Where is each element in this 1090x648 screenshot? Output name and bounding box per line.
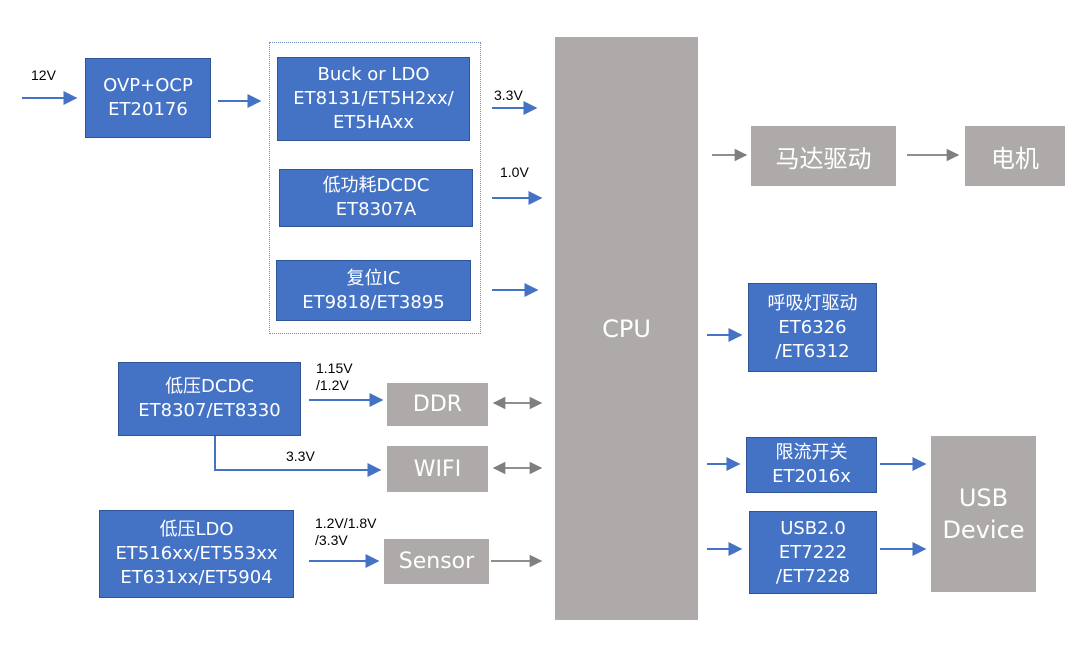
low-voltage-ldo-block: 低压LDO ET516xx/ET553xx ET631xx/ET5904 xyxy=(99,510,294,598)
usb-device-line-2: Device xyxy=(942,516,1025,544)
ddr-block: DDR xyxy=(387,383,488,426)
wifi-label: WIFI xyxy=(413,456,462,482)
dcdc-low-power-line-2: ET8307A xyxy=(335,199,417,220)
cpu-label: CPU xyxy=(602,314,651,343)
low-voltage-dcdc-block: 低压DCDC ET8307/ET8330 xyxy=(118,362,301,436)
dcdc-low-voltage-line-1: 低压DCDC xyxy=(165,376,254,397)
usb2-line-1: USB2.0 xyxy=(780,517,846,539)
ddr-voltage-line-1: 1.15V xyxy=(316,360,353,376)
ldo-line-3: ET631xx/ET5904 xyxy=(120,567,273,588)
usb-device-line-1: USB xyxy=(958,484,1009,512)
usb2-line-2: ET7222 xyxy=(778,541,848,563)
reset-line-1: 复位IC xyxy=(346,267,401,289)
dcdc-output-voltage-label: 1.0V xyxy=(500,164,529,180)
input-voltage-label: 12V xyxy=(31,67,56,83)
breathing-line-2: ET6326 xyxy=(778,316,847,338)
power-group-frame xyxy=(269,42,481,334)
breathing-line-3: /ET6312 xyxy=(775,340,850,362)
cpu-block: CPU xyxy=(555,37,698,620)
current-limit-switch-block: 限流开关 ET2016x xyxy=(746,437,877,493)
motor-driver-label: 马达驱动 xyxy=(775,144,872,173)
breathing-line-1: 呼吸灯驱动 xyxy=(767,292,858,314)
low-power-dcdc-block: 低功耗DCDC ET8307A xyxy=(279,169,473,227)
buck-output-voltage-label: 3.3V xyxy=(494,87,523,103)
sensor-voltage-line-2: /3.3V xyxy=(315,532,348,548)
motor-driver-block: 马达驱动 xyxy=(751,126,896,186)
buck-line-3: ET5HAxx xyxy=(333,112,414,133)
ovp-ocp-block: OVP+OCP ET20176 xyxy=(85,58,211,138)
usb2-switch-block: USB2.0 ET7222 /ET7228 xyxy=(749,511,877,594)
sensor-voltage-line-1: 1.2V/1.8V xyxy=(315,515,377,531)
ovp-line-1: OVP+OCP xyxy=(103,75,193,96)
wifi-voltage-label: 3.3V xyxy=(286,448,315,464)
reset-line-2: ET9818/ET3895 xyxy=(302,291,445,313)
motor-block: 电机 xyxy=(965,126,1065,186)
wifi-block: WIFI xyxy=(387,446,488,492)
current-limit-line-2: ET2016x xyxy=(772,466,851,487)
dcdc-low-voltage-line-2: ET8307/ET8330 xyxy=(138,400,281,421)
sensor-voltage-label: 1.2V/1.8V /3.3V xyxy=(315,515,377,549)
dcdc-low-power-line-1: 低功耗DCDC xyxy=(322,175,430,196)
ddr-voltage-label: 1.15V /1.2V xyxy=(316,360,353,394)
current-limit-line-1: 限流开关 xyxy=(775,442,848,463)
ldo-line-2: ET516xx/ET553xx xyxy=(115,543,278,564)
buck-line-1: Buck or LDO xyxy=(317,64,430,85)
reset-ic-block: 复位IC ET9818/ET3895 xyxy=(276,260,471,321)
arrow-dcdc-to-wifi xyxy=(214,436,382,477)
buck-ldo-block: Buck or LDO ET8131/ET5H2xx/ ET5HAxx xyxy=(277,57,470,141)
breathing-led-driver-block: 呼吸灯驱动 ET6326 /ET6312 xyxy=(748,283,877,372)
usb2-line-3: /ET7228 xyxy=(775,565,851,587)
usb-device-block: USB Device xyxy=(931,436,1036,592)
ddr-voltage-line-2: /1.2V xyxy=(316,377,349,393)
ddr-label: DDR xyxy=(412,392,463,417)
ovp-line-2: ET20176 xyxy=(108,99,188,120)
buck-line-2: ET8131/ET5H2xx/ xyxy=(293,88,454,109)
sensor-block: Sensor xyxy=(384,539,489,584)
ldo-line-1: 低压LDO xyxy=(159,519,234,540)
motor-label: 电机 xyxy=(991,144,1039,173)
sensor-label: Sensor xyxy=(398,549,475,574)
